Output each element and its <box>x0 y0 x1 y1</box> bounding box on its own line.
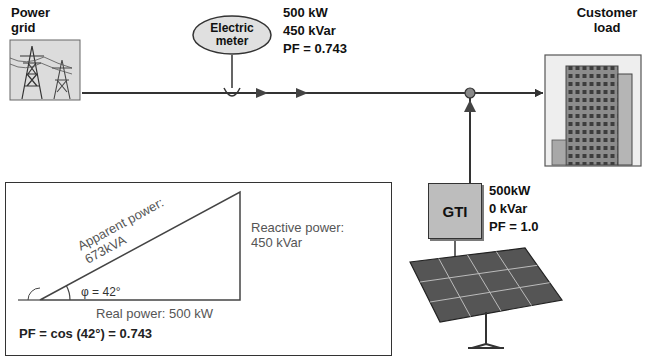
node-label: Electric meter <box>202 22 262 48</box>
angle-label: φ = 42° <box>81 285 121 299</box>
angle-arc <box>28 288 40 300</box>
junction-dot <box>465 88 475 98</box>
meter-ellipse <box>193 16 271 54</box>
building <box>566 66 618 165</box>
power-triangle-inset: Apparent power: 673kVA Reactive power: 45… <box>5 182 392 356</box>
extension-line <box>18 299 40 300</box>
apparent-power-label: Apparent power: 673kVA <box>75 188 186 267</box>
meter-probe <box>224 55 240 96</box>
power-reading: PF = 1.0 <box>489 220 539 235</box>
power-wire <box>10 57 72 74</box>
power-reading: 450 kVar <box>283 24 336 39</box>
power-line <box>470 93 543 183</box>
power-reading: 500 kW <box>283 6 328 21</box>
meter-ellipse: Electric meter <box>192 15 272 55</box>
building-annex <box>552 140 566 165</box>
angle-arc <box>66 286 70 300</box>
building-frame <box>545 55 641 166</box>
panel-wire <box>454 239 456 256</box>
reactive-power-label: Reactive power: 450 kVar <box>251 221 356 251</box>
power-reading: PF = 0.743 <box>283 42 347 57</box>
customer-load: Customer load <box>543 4 645 167</box>
node-label: Power grid <box>11 6 63 36</box>
node-label: GTI <box>443 203 468 220</box>
solar-panel <box>410 248 562 322</box>
flow-arrow <box>464 100 476 112</box>
real-power-label: Real power: 500 kW <box>96 306 213 321</box>
power-grid: Power grid <box>8 4 82 101</box>
flow-arrow <box>256 88 268 98</box>
building-side <box>618 74 632 165</box>
panel-cells <box>420 252 550 317</box>
panel-stand <box>468 312 504 348</box>
power-reading: 500kW <box>489 184 530 199</box>
flow-arrow <box>296 88 308 98</box>
transmission-tower <box>20 46 44 99</box>
transmission-tower <box>52 60 72 99</box>
power-factor-formula: PF = cos (42°) = 0.743 <box>19 326 152 341</box>
power-reading: 0 kVar <box>489 202 527 217</box>
node-label: Customer load <box>571 6 643 36</box>
grid-picture <box>10 40 80 100</box>
gti-box: GTI <box>428 183 482 239</box>
